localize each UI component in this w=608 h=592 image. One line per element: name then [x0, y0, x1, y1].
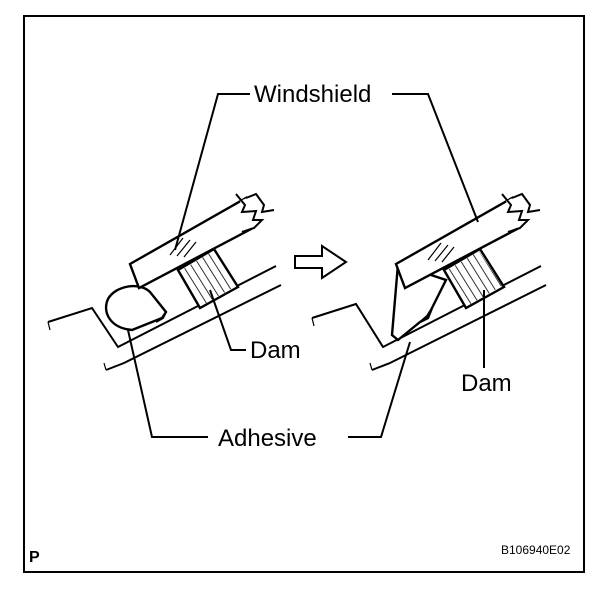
right-arrow-icon: [294, 244, 348, 280]
adhesive-label: Adhesive: [218, 425, 317, 452]
right-detail: [311, 188, 547, 371]
left-detail: [47, 188, 282, 371]
corner-mark: P: [29, 549, 40, 566]
figure-code: B106940E02: [501, 543, 571, 557]
dam-left: [176, 247, 240, 310]
windshield-glass-right: [394, 188, 544, 290]
body-panel-left: [47, 265, 277, 349]
adhesive-bead-left: [104, 284, 168, 332]
windshield-glass-left: [128, 188, 278, 290]
dam-label-left: Dam: [250, 337, 301, 364]
body-panel-right: [311, 265, 542, 349]
windshield-label: Windshield: [254, 81, 371, 108]
dam-label-right: Dam: [461, 370, 512, 397]
leader-lines: [127, 93, 485, 438]
figure-frame: [23, 15, 585, 573]
